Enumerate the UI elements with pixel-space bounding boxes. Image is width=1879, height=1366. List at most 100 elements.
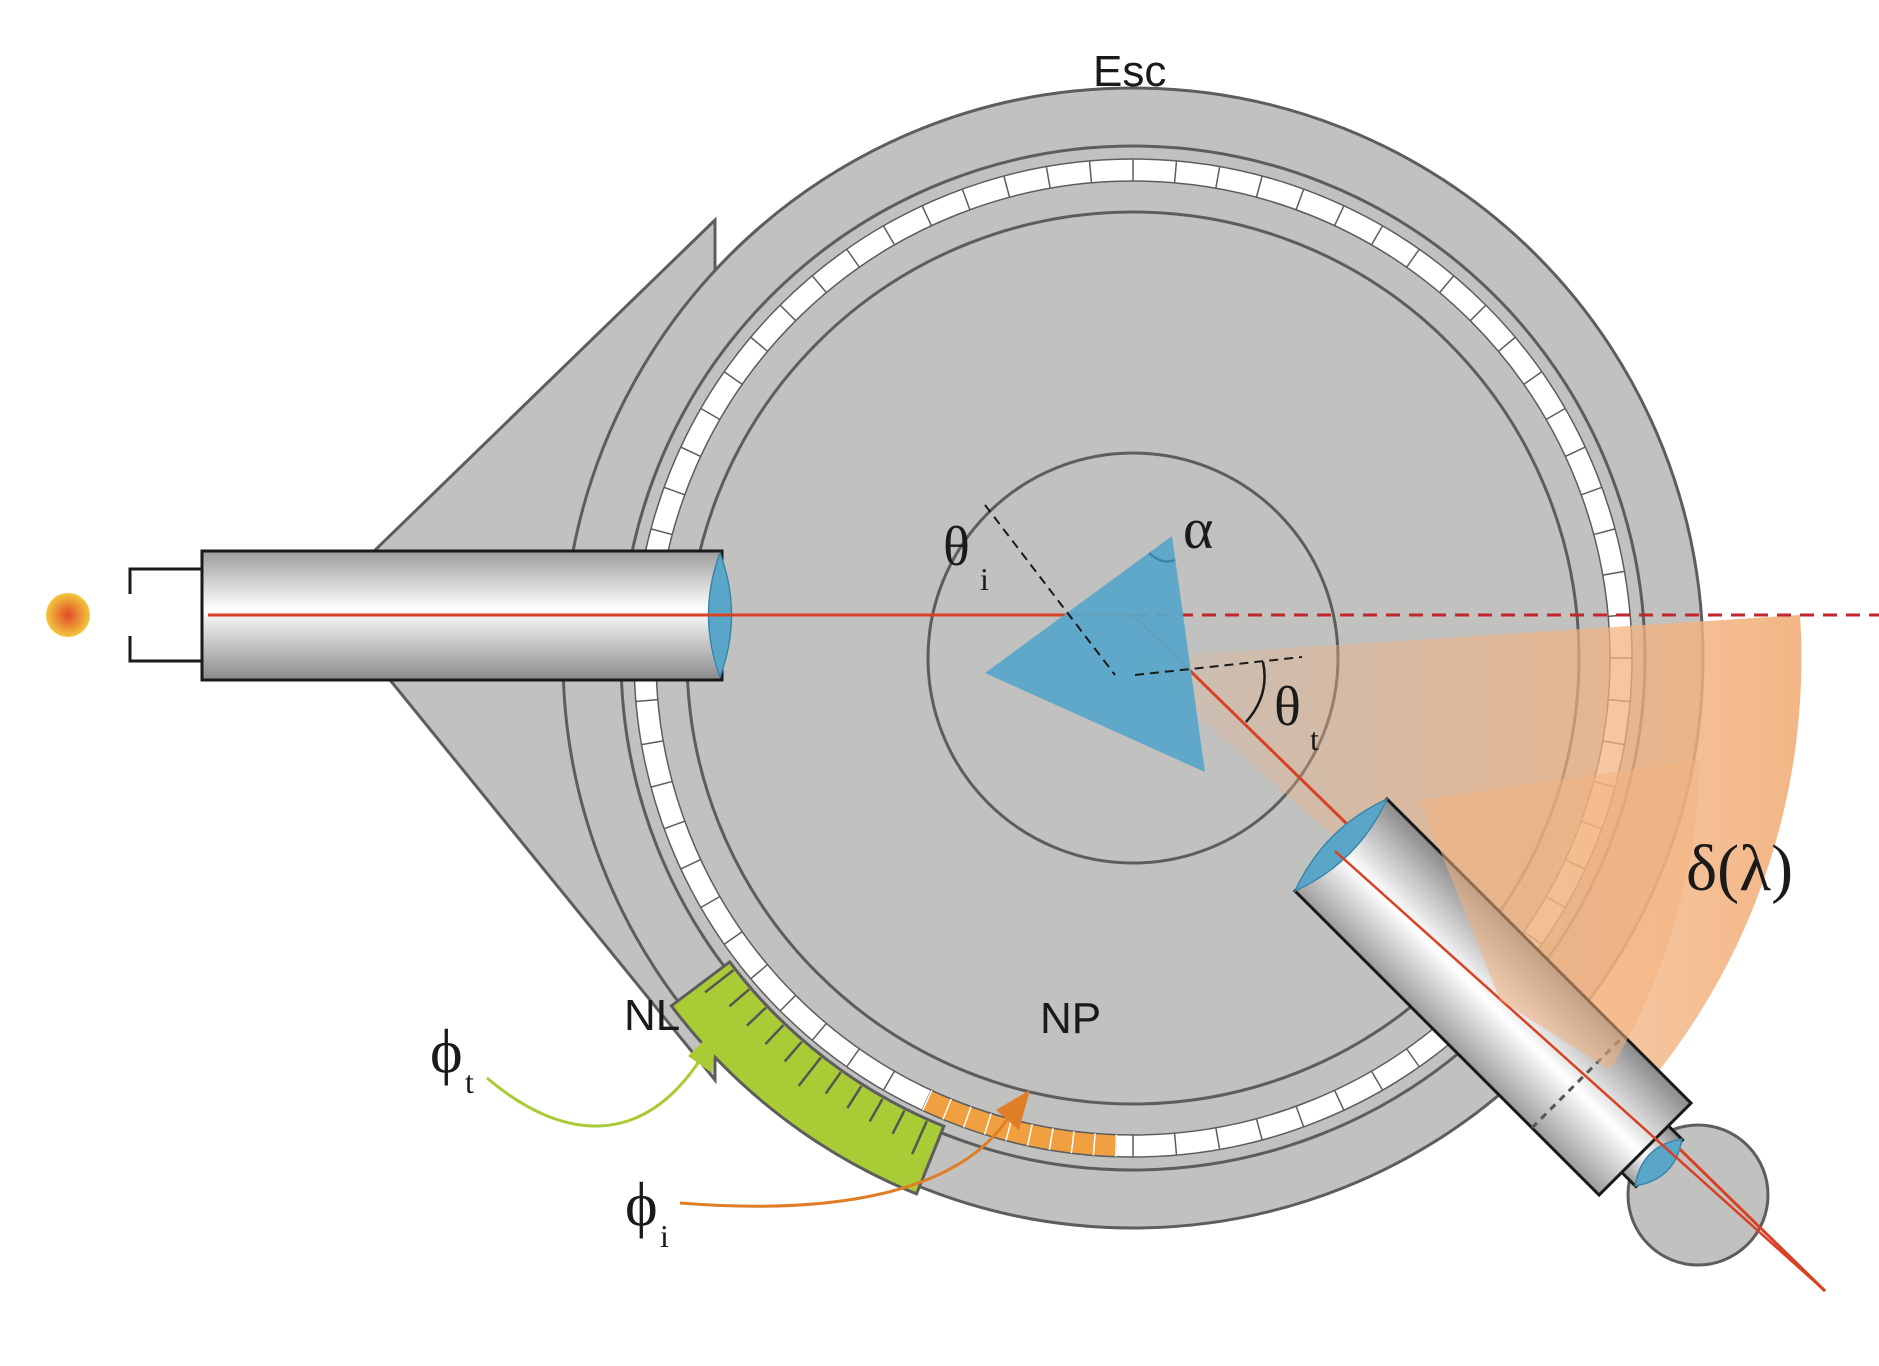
scale-tick xyxy=(700,407,721,421)
nonius-l-label: NL xyxy=(624,991,680,1040)
phi-i-arrow xyxy=(679,1090,1030,1208)
scale-tick xyxy=(1580,486,1603,496)
phi-t-arrow-curve xyxy=(486,1059,702,1128)
nonius-p-tick xyxy=(962,1106,972,1128)
normal-incident-dashed xyxy=(984,504,1116,676)
nonius-l-tick xyxy=(746,1006,767,1027)
scale-tick xyxy=(882,1070,896,1091)
scale-tick xyxy=(723,371,743,386)
scale-tick xyxy=(779,994,797,1012)
nonius-p-tick xyxy=(1092,1133,1096,1156)
scale-tick xyxy=(1255,1118,1263,1141)
scale-tick xyxy=(641,740,664,746)
normal-transmitted-dashed xyxy=(1134,656,1303,676)
scale-tick xyxy=(811,1022,827,1041)
phi-t-subscript: t xyxy=(465,1064,474,1100)
objective-lens xyxy=(1293,797,1389,893)
scale-tick xyxy=(1173,160,1178,183)
deviation-overlay-on-tube xyxy=(1420,760,1700,1070)
phi-i-subscript: i xyxy=(660,1218,669,1254)
nonius-l-tick xyxy=(868,1098,884,1123)
apex-angle-arc xyxy=(1148,552,1176,563)
nonius-l-tick xyxy=(704,969,735,994)
theta-t-subscript: t xyxy=(1310,721,1319,757)
nonius-p-tick xyxy=(1114,1134,1118,1157)
scale-tick xyxy=(680,858,702,870)
scale-tick xyxy=(1333,1089,1345,1111)
scale-tick xyxy=(1295,188,1305,211)
nonius-p-tick xyxy=(983,1113,992,1135)
nonius-l-tick xyxy=(911,1120,928,1155)
nonius-l-tick xyxy=(783,1040,803,1063)
alpha-label: α xyxy=(1183,496,1213,561)
scale-tick xyxy=(811,275,827,294)
scale-tick xyxy=(1405,1048,1420,1068)
nonius-l-tick xyxy=(764,1024,785,1045)
phi-t-arrow-head xyxy=(688,1028,717,1073)
scale-tick xyxy=(1523,371,1543,386)
light-source xyxy=(46,593,90,637)
scale-tick xyxy=(680,446,702,458)
theta-i-label: θ xyxy=(943,516,970,578)
scale-tick xyxy=(882,225,896,246)
scale-tick xyxy=(663,486,686,496)
scale-tick xyxy=(723,930,743,945)
nonius-l-tick xyxy=(728,988,751,1008)
scale-tick xyxy=(1469,304,1487,322)
scale-tick xyxy=(921,205,933,227)
scale-tick xyxy=(1003,175,1011,198)
scale-tick xyxy=(663,820,686,830)
scale-tick xyxy=(650,780,673,788)
scale-tick xyxy=(1370,1070,1384,1091)
nonius-p-tick xyxy=(1070,1131,1075,1154)
nonius-p-label: NP xyxy=(1040,994,1101,1043)
scale-label: Esc xyxy=(1093,47,1166,96)
refracted-beam-in-telescope xyxy=(1334,850,1826,1292)
phi-t-label: ϕ xyxy=(430,1018,463,1086)
scale-tick xyxy=(1045,166,1051,189)
nonius-p-tick xyxy=(1048,1128,1054,1151)
scale-tick xyxy=(750,964,769,980)
nonius-p-tick xyxy=(1005,1119,1013,1141)
phi-i-label: ϕ xyxy=(625,1171,658,1239)
scale-tick xyxy=(650,528,673,536)
scale-tick xyxy=(1405,248,1420,268)
nonius-l-tick xyxy=(891,1109,906,1135)
scale-tick xyxy=(1564,446,1586,458)
scale-tick xyxy=(846,1048,861,1068)
scale-tick xyxy=(1215,1127,1221,1150)
scale-tick xyxy=(1439,275,1455,294)
nonius-p-ticks xyxy=(921,1090,1118,1157)
theta-i-subscript: i xyxy=(980,561,989,597)
scale-tick xyxy=(1255,175,1263,198)
prism xyxy=(985,536,1205,772)
scale-tick xyxy=(1545,407,1566,421)
scale-tick xyxy=(750,336,769,352)
deviation-label: δ(λ) xyxy=(1686,832,1793,905)
theta-t-label: θ xyxy=(1274,676,1301,738)
nonius-l-tick xyxy=(846,1085,863,1109)
scale-tick xyxy=(1497,336,1516,352)
scale-tick xyxy=(635,698,658,703)
nonius-l-arc xyxy=(669,959,946,1196)
scale-tick xyxy=(1088,160,1093,183)
scale-tick xyxy=(1295,1105,1305,1128)
scale-tick xyxy=(1215,166,1221,189)
scale-tick xyxy=(961,188,971,211)
nonius-p-tick xyxy=(921,1090,933,1111)
scale-tick xyxy=(700,895,721,909)
nonius-l xyxy=(669,959,946,1196)
nonius-p-tick xyxy=(942,1098,952,1120)
nonius-p-tick xyxy=(1026,1124,1033,1146)
prism-group xyxy=(984,504,1303,772)
scale-tick xyxy=(779,304,797,322)
nonius-l-tick xyxy=(797,1056,822,1087)
phi-i-arrow-head xyxy=(996,1090,1030,1130)
scale-tick xyxy=(1593,528,1616,536)
phi-t-arrow xyxy=(486,1028,717,1128)
phi-i-arrow-curve xyxy=(679,1114,1012,1208)
telescope xyxy=(1292,796,1694,1198)
scale-tick xyxy=(1370,225,1384,246)
nonius-l-ticks xyxy=(704,969,928,1155)
